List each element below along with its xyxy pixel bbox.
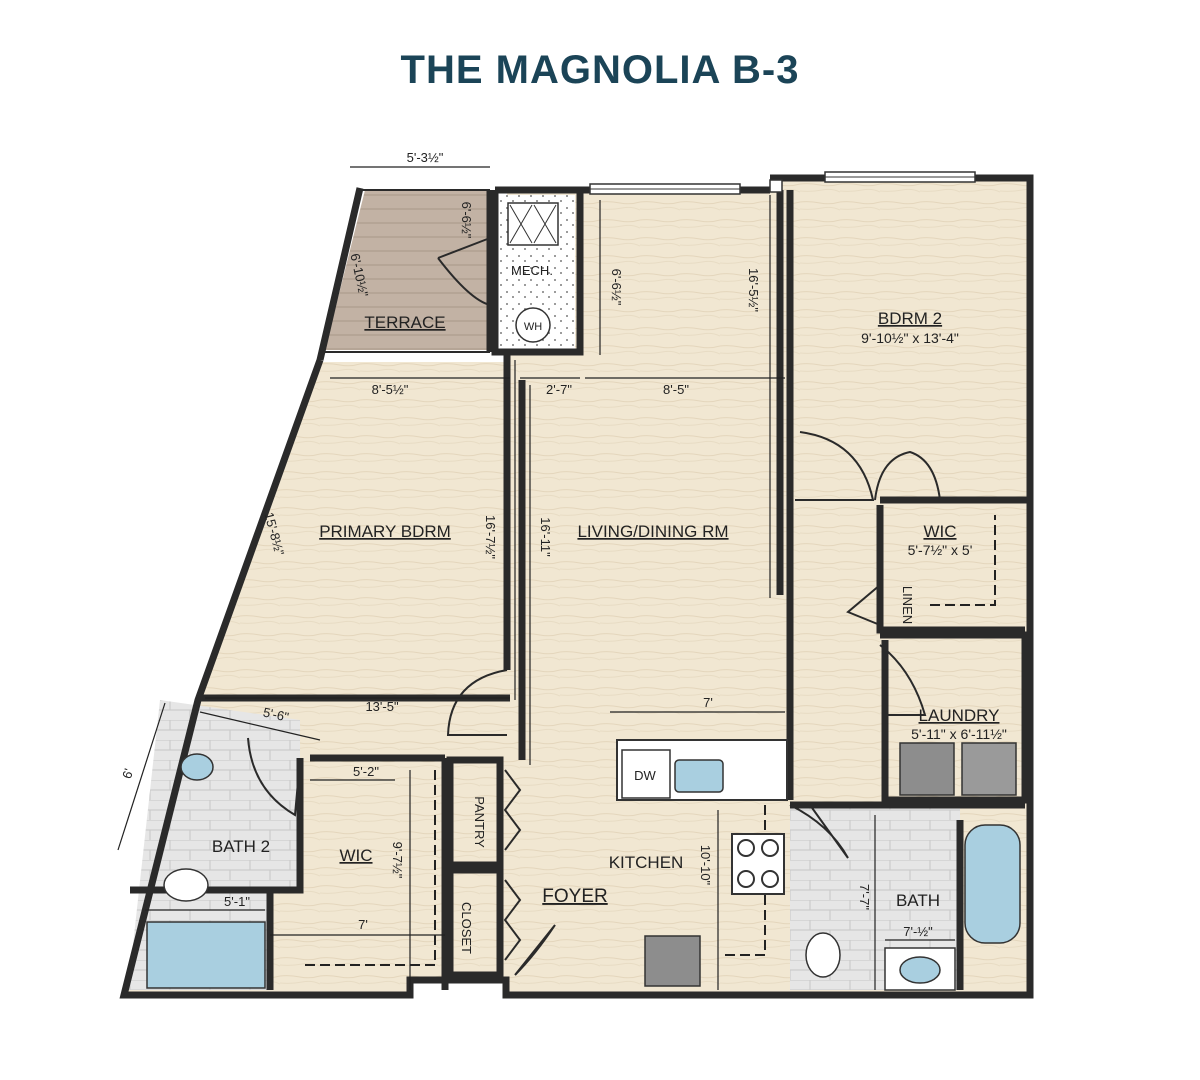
hvac-unit	[507, 202, 559, 246]
dim-kitchen-length: 10'-10"	[698, 845, 713, 886]
page-title: THE MAGNOLIA B-3	[400, 48, 800, 92]
kitchen-sink	[674, 759, 724, 793]
label-wic-primary: WIC	[339, 846, 372, 865]
bath2-sink	[180, 753, 214, 781]
window-living	[589, 183, 741, 195]
door-wic2	[874, 450, 941, 501]
dim-wic1-width: 5'-2"	[353, 764, 379, 779]
label-bdrm2-size: 9'-10½" x 13'-4"	[861, 330, 959, 346]
door-entry	[514, 924, 556, 976]
label-laundry: LAUNDRY	[919, 706, 1000, 725]
exterior-wall	[119, 174, 1034, 999]
terrace-floor	[325, 190, 490, 350]
label-wh: WH	[524, 321, 542, 333]
dim-bath-depth: 7'-7"	[857, 884, 872, 910]
label-kitchen: KITCHEN	[609, 853, 684, 872]
door-primary	[446, 669, 508, 736]
dim-bath2-width: 5'-6"	[262, 705, 291, 725]
dim-kitchen-width: 7'	[703, 695, 713, 710]
dim-terrace-depth: 6'-6½"	[459, 202, 474, 239]
dryer	[961, 742, 1017, 796]
door-bath2	[247, 737, 301, 817]
door-pantry	[503, 769, 522, 851]
wic1-shelf	[305, 765, 436, 966]
bath2-shower	[146, 921, 266, 989]
label-linen: LINEN	[900, 586, 915, 624]
terrace-rail	[325, 189, 490, 353]
label-bath: BATH	[896, 891, 940, 910]
bath-sink	[899, 956, 941, 984]
dishwasher	[621, 749, 671, 799]
dim-wic1-length: 9'-7½"	[390, 842, 405, 879]
water-heater	[515, 307, 551, 343]
refrigerator	[644, 935, 701, 987]
door-terrace	[437, 237, 491, 306]
dim-bath2-shower-width: 5'-1"	[224, 894, 250, 909]
dim-living-top: 6'-6½"	[609, 269, 624, 306]
door-closet	[503, 879, 522, 961]
label-primary-bdrm: PRIMARY BDRM	[319, 522, 451, 541]
dim-living-length: 16'-11"	[538, 517, 553, 557]
label-bdrm2: BDRM 2	[878, 309, 942, 328]
dim-primary-base: 13'-5"	[365, 699, 399, 714]
door-bdrm2	[795, 431, 875, 501]
bath2-toilet	[163, 868, 209, 902]
label-dw: DW	[634, 768, 656, 783]
bathtub	[964, 824, 1021, 944]
door-linen	[846, 584, 881, 626]
window-bdrm2	[824, 171, 976, 183]
dim-primary-width: 8'-5½"	[372, 382, 409, 397]
label-pantry: PANTRY	[472, 796, 487, 848]
label-laundry-size: 5'-11" x 6'-11½"	[911, 726, 1007, 742]
label-bath2: BATH 2	[212, 837, 270, 856]
stove	[731, 833, 785, 895]
column	[769, 179, 783, 193]
door-bath	[789, 804, 849, 859]
dim-living-width: 8'-5"	[663, 382, 689, 397]
wic2-shelf	[930, 515, 996, 606]
dim-bdrm2-length: 16'-5½"	[746, 268, 761, 312]
label-closet: CLOSET	[459, 902, 474, 954]
label-terrace: TERRACE	[364, 313, 445, 332]
dim-terrace-width: 5'-3½"	[407, 150, 444, 165]
dim-bath2-depth: 6'	[119, 767, 136, 781]
label-wic-bdrm2-size: 5'-7½" x 5'	[908, 542, 973, 558]
bath-toilet	[805, 932, 841, 978]
dimension-lines	[117, 166, 955, 990]
dim-bath-width: 7'-½"	[903, 924, 933, 939]
dim-hall-width: 2'-7"	[546, 382, 572, 397]
label-wic-bdrm2: WIC	[923, 522, 956, 541]
label-mech: MECH.	[511, 263, 553, 278]
dim-wic1-base: 7'	[358, 917, 368, 932]
dim-primary-length: 16'-7½"	[483, 515, 498, 559]
label-foyer: FOYER	[542, 886, 607, 907]
door-laundry	[879, 644, 927, 716]
label-living-dining: LIVING/DINING RM	[577, 522, 728, 541]
washer	[899, 742, 955, 796]
apartment-floor	[124, 178, 1030, 995]
